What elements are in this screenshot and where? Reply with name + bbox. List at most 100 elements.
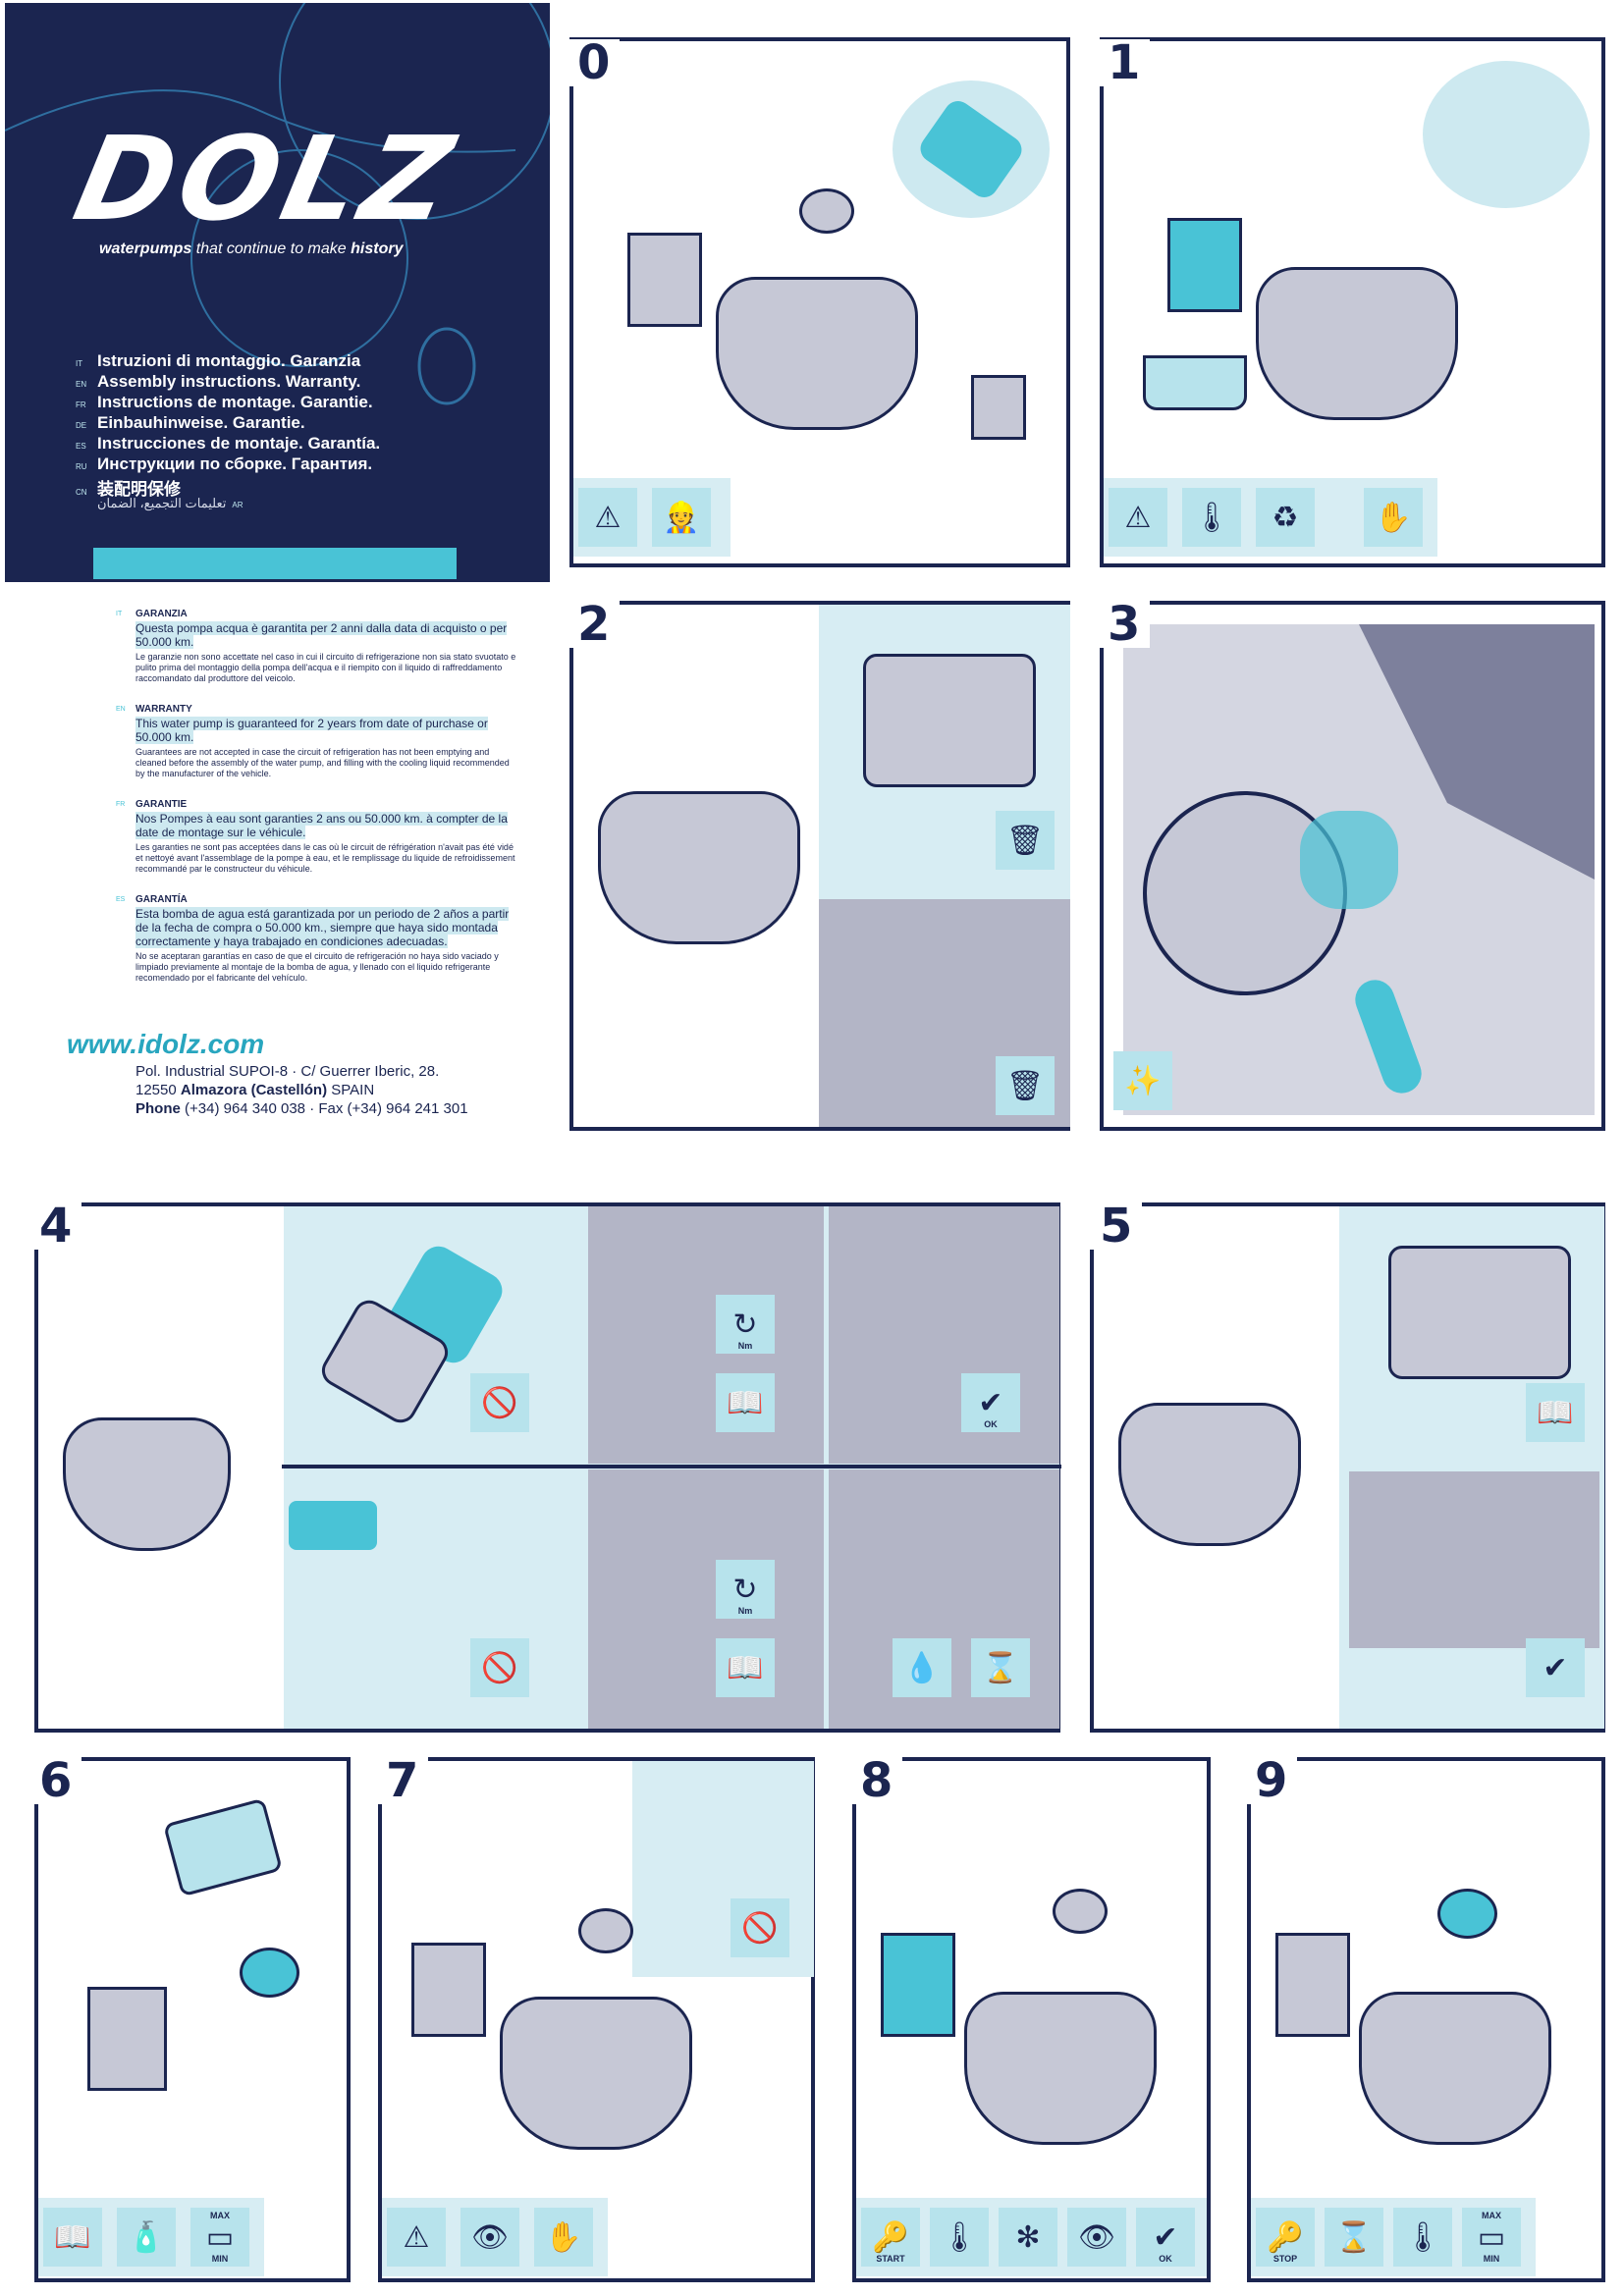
ok-check-icon: ✔OK xyxy=(1136,2208,1195,2267)
no-bubbles-icon: 🚫 xyxy=(731,1898,789,1957)
drying-time-icon: ⌛ xyxy=(971,1638,1030,1697)
brand-logo: DOLZ xyxy=(64,111,469,246)
warning-icon: ⚠ xyxy=(578,488,637,547)
coolant-container-icon: 🧴 xyxy=(117,2208,176,2267)
manual-icon: 📖 xyxy=(716,1373,775,1432)
manual-icon: 📖 xyxy=(43,2208,102,2267)
no-sealant-icon: 🚫 xyxy=(470,1373,529,1432)
step-panel-7: 🚫 ⚠ 👁 ✋ xyxy=(378,1757,815,2282)
step-panel-2: 🗑 🗑 xyxy=(569,601,1070,1131)
fan-icon: ✻ xyxy=(999,2208,1057,2267)
sealant-icon: 💧 xyxy=(893,1638,951,1697)
engine-closeup xyxy=(863,654,1036,787)
step-number: 7 xyxy=(376,1757,429,1804)
expansion-tank-icon xyxy=(1437,1889,1497,1939)
start-engine-icon: 🔑START xyxy=(861,2208,920,2267)
max-min-level-icon: MAX▭MIN xyxy=(1462,2208,1521,2267)
radiator-icon xyxy=(1275,1933,1350,2037)
step-panel-0: ⚠ 👷 xyxy=(569,37,1070,567)
step-panel-9: 🔑STOP ⌛ 🌡 MAX▭MIN xyxy=(1247,1757,1605,2282)
sealant-tube-icon xyxy=(289,1501,377,1550)
mechanic-icon: 👷 xyxy=(652,488,711,547)
heater-core-icon xyxy=(971,375,1026,440)
engine-icon xyxy=(500,1997,692,2150)
step-number: 3 xyxy=(1098,601,1151,648)
expansion-tank-icon xyxy=(240,1948,299,1998)
torque-icon: Nm↻ xyxy=(716,1295,775,1354)
radiator-icon xyxy=(881,1933,955,2037)
cover-accent-bar xyxy=(93,548,457,579)
surface-cleaning-icon: ✨ xyxy=(1113,1051,1172,1110)
coolant-temperature-icon: 🌡 xyxy=(1182,488,1241,547)
step-number: 2 xyxy=(568,601,621,648)
step-number: 8 xyxy=(850,1757,903,1804)
recycle-bin-icon: 🗑 xyxy=(996,811,1055,870)
engine-icon xyxy=(598,791,800,944)
expansion-tank-icon xyxy=(578,1908,633,1953)
warranty-section: IT GARANZIA Questa pompa acqua è garanti… xyxy=(69,609,520,1003)
cover-panel: DOLZ waterpumps that continue to make hi… xyxy=(5,3,550,582)
belt-tension-check-icon: ✔ xyxy=(1526,1638,1585,1697)
step-panel-5: 📖 ✔ xyxy=(1090,1202,1605,1733)
step-number: 4 xyxy=(29,1202,82,1250)
warranty-block-en: EN WARRANTY This water pump is guarantee… xyxy=(116,704,510,778)
engine-icon xyxy=(1256,267,1458,420)
warranty-block-es: ES GARANTÍA Esta bomba de agua está gara… xyxy=(116,894,510,983)
engine-icon xyxy=(716,277,918,430)
warning-icon: ⚠ xyxy=(387,2208,446,2267)
warning-icon: ⚠ xyxy=(1109,488,1167,547)
torque-icon: Nm↻ xyxy=(716,1560,775,1619)
step-panel-3: ✨ xyxy=(1100,601,1605,1131)
max-min-level-icon: MAX▭MIN xyxy=(190,2208,249,2267)
radiator-icon xyxy=(411,1943,486,2037)
pump-fitted-closeup xyxy=(829,1206,1059,1464)
radiator-icon xyxy=(87,1987,167,2091)
pump-fitting-closeup xyxy=(588,1469,824,1729)
warranty-block-it: IT GARANZIA Questa pompa acqua è garanti… xyxy=(116,609,516,683)
recycle-bin-icon: 🗑 xyxy=(996,1056,1055,1115)
manual-icon: 📖 xyxy=(1526,1383,1585,1442)
gasket-surface xyxy=(1300,811,1398,909)
cleaning-icon: ✋ xyxy=(534,2208,593,2267)
pump-fitting-closeup xyxy=(588,1206,824,1464)
coolant-temperature-icon: 🌡 xyxy=(1393,2208,1452,2267)
warranty-block-fr: FR GARANTIE Nos Pompes à eau sont garant… xyxy=(116,799,515,874)
engine-icon xyxy=(964,1992,1157,2145)
engine-icon xyxy=(1118,1403,1301,1546)
cover-decoration xyxy=(5,3,550,405)
step-number: 5 xyxy=(1090,1202,1143,1250)
divider xyxy=(282,1465,1061,1468)
inspect-eye-icon: 👁 xyxy=(460,2208,519,2267)
expansion-tank-icon xyxy=(799,188,854,234)
cleaning-icon: ✋ xyxy=(1364,488,1423,547)
expansion-tank-icon xyxy=(1053,1889,1108,1934)
engine-icon xyxy=(63,1417,231,1551)
engine-closeup xyxy=(1388,1246,1571,1379)
no-sealant-icon: 🚫 xyxy=(470,1638,529,1697)
coolant-temperature-icon: 🌡 xyxy=(930,2208,989,2267)
ok-check-icon: OK✔ xyxy=(961,1373,1020,1432)
website-link[interactable]: www.idolz.com xyxy=(67,1029,265,1059)
stop-engine-icon: 🔑STOP xyxy=(1256,2208,1315,2267)
step-number: 6 xyxy=(29,1757,82,1804)
step-number: 1 xyxy=(1098,39,1151,86)
step-panel-8: 🔑START 🌡 ✻ 👁 ✔OK xyxy=(852,1757,1211,2282)
inspect-eye-icon: 👁 xyxy=(1067,2208,1126,2267)
step-panel-6: 📖 🧴 MAX▭MIN xyxy=(34,1757,351,2282)
belt-fitting-closeup xyxy=(1349,1471,1599,1648)
recycle-container-icon: ♻ xyxy=(1256,488,1315,547)
drain-basin-icon xyxy=(1143,355,1247,410)
company-address: Pol. Industrial SUPOI-8 · C/ Guerrer Ibe… xyxy=(135,1063,468,1117)
step-number: 0 xyxy=(568,39,621,86)
radiator-icon xyxy=(1167,218,1242,312)
step-number: 9 xyxy=(1245,1757,1298,1804)
cooldown-time-icon: ⌛ xyxy=(1325,2208,1383,2267)
